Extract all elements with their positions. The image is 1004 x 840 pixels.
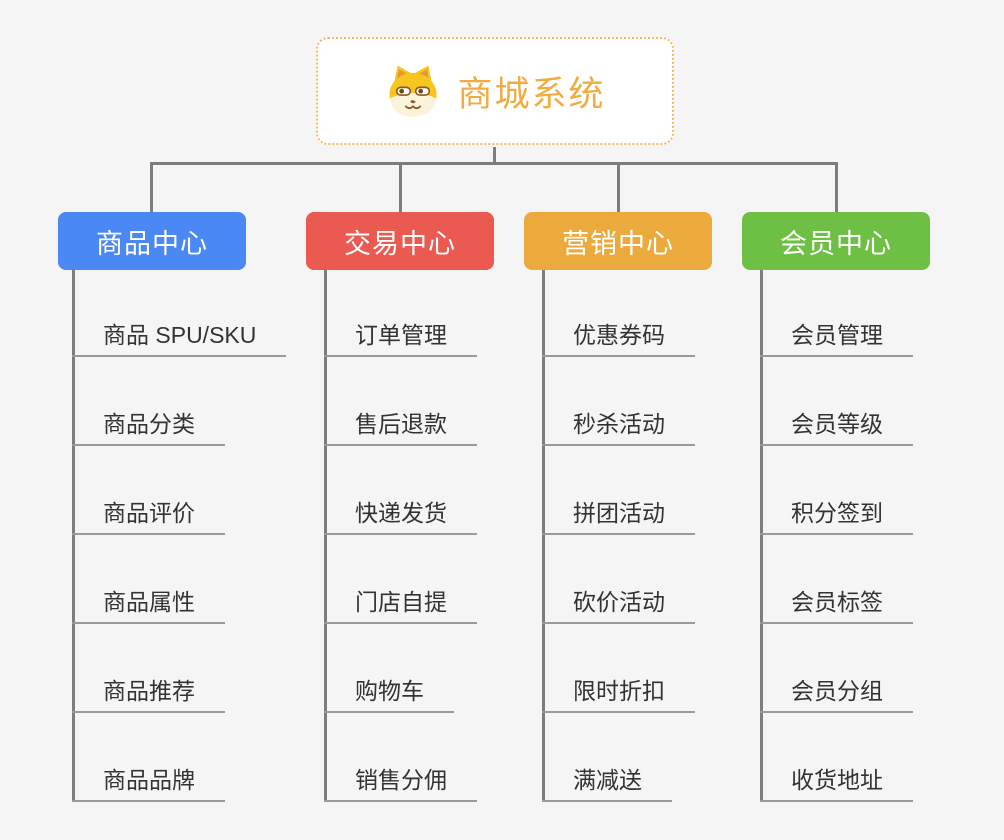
leaf-node[interactable]: 积分签到 [760,498,913,535]
leaf-node[interactable]: 售后退款 [324,409,477,446]
root-title: 商城系统 [457,74,606,114]
leaf-node[interactable]: 会员等级 [760,409,913,446]
leaf-column-member: 会员管理 会员等级 积分签到 会员标签 会员分组 收货地址 [760,270,1004,804]
connector-drop-marketing [617,163,620,212]
branch-node-member-center[interactable]: 会员中心 [742,212,930,270]
connector-root-drop [493,147,496,164]
leaf-node[interactable]: 商品推荐 [72,676,225,713]
connector-drop-member [835,163,838,212]
leaf-node[interactable]: 商品品牌 [72,765,225,802]
root-node[interactable]: 商城系统 [316,37,674,145]
leaf-node[interactable]: 会员分组 [760,676,913,713]
leaf-node[interactable]: 门店自提 [324,587,477,624]
leaf-node[interactable]: 销售分佣 [324,765,477,802]
connector-horizontal-bus [150,162,838,165]
branch-node-product-center[interactable]: 商品中心 [58,212,246,270]
leaf-node[interactable]: 订单管理 [324,320,477,357]
connector-trunk-trade [324,270,327,802]
leaf-node[interactable]: 拼团活动 [542,498,695,535]
dog-face-icon [384,62,442,120]
leaf-node[interactable]: 限时折扣 [542,676,695,713]
connector-trunk-product [72,270,75,802]
leaf-node[interactable]: 商品分类 [72,409,225,446]
leaf-node[interactable]: 快递发货 [324,498,477,535]
leaf-node[interactable]: 会员标签 [760,587,913,624]
leaf-node[interactable]: 砍价活动 [542,587,695,624]
branch-node-marketing-center[interactable]: 营销中心 [524,212,712,270]
leaf-node[interactable]: 商品评价 [72,498,225,535]
leaf-node[interactable]: 满减送 [542,765,672,802]
leaf-node[interactable]: 会员管理 [760,320,913,357]
leaf-column-marketing: 优惠券码 秒杀活动 拼团活动 砍价活动 限时折扣 满减送 [542,270,787,804]
connector-trunk-marketing [542,270,545,802]
leaf-node[interactable]: 秒杀活动 [542,409,695,446]
connector-trunk-member [760,270,763,802]
leaf-column-trade: 订单管理 售后退款 快递发货 门店自提 购物车 销售分佣 [324,270,569,804]
connector-drop-product [150,163,153,212]
branch-node-trade-center[interactable]: 交易中心 [306,212,494,270]
connector-drop-trade [399,163,402,212]
leaf-node[interactable]: 商品 SPU/SKU [72,320,287,357]
leaf-node[interactable]: 优惠券码 [542,320,695,357]
leaf-node[interactable]: 商品属性 [72,587,225,624]
leaf-column-product: 商品 SPU/SKU 商品分类 商品评价 商品属性 商品推荐 商品品牌 [72,270,317,804]
leaf-node[interactable]: 购物车 [324,676,454,713]
leaf-node[interactable]: 收货地址 [760,765,913,802]
